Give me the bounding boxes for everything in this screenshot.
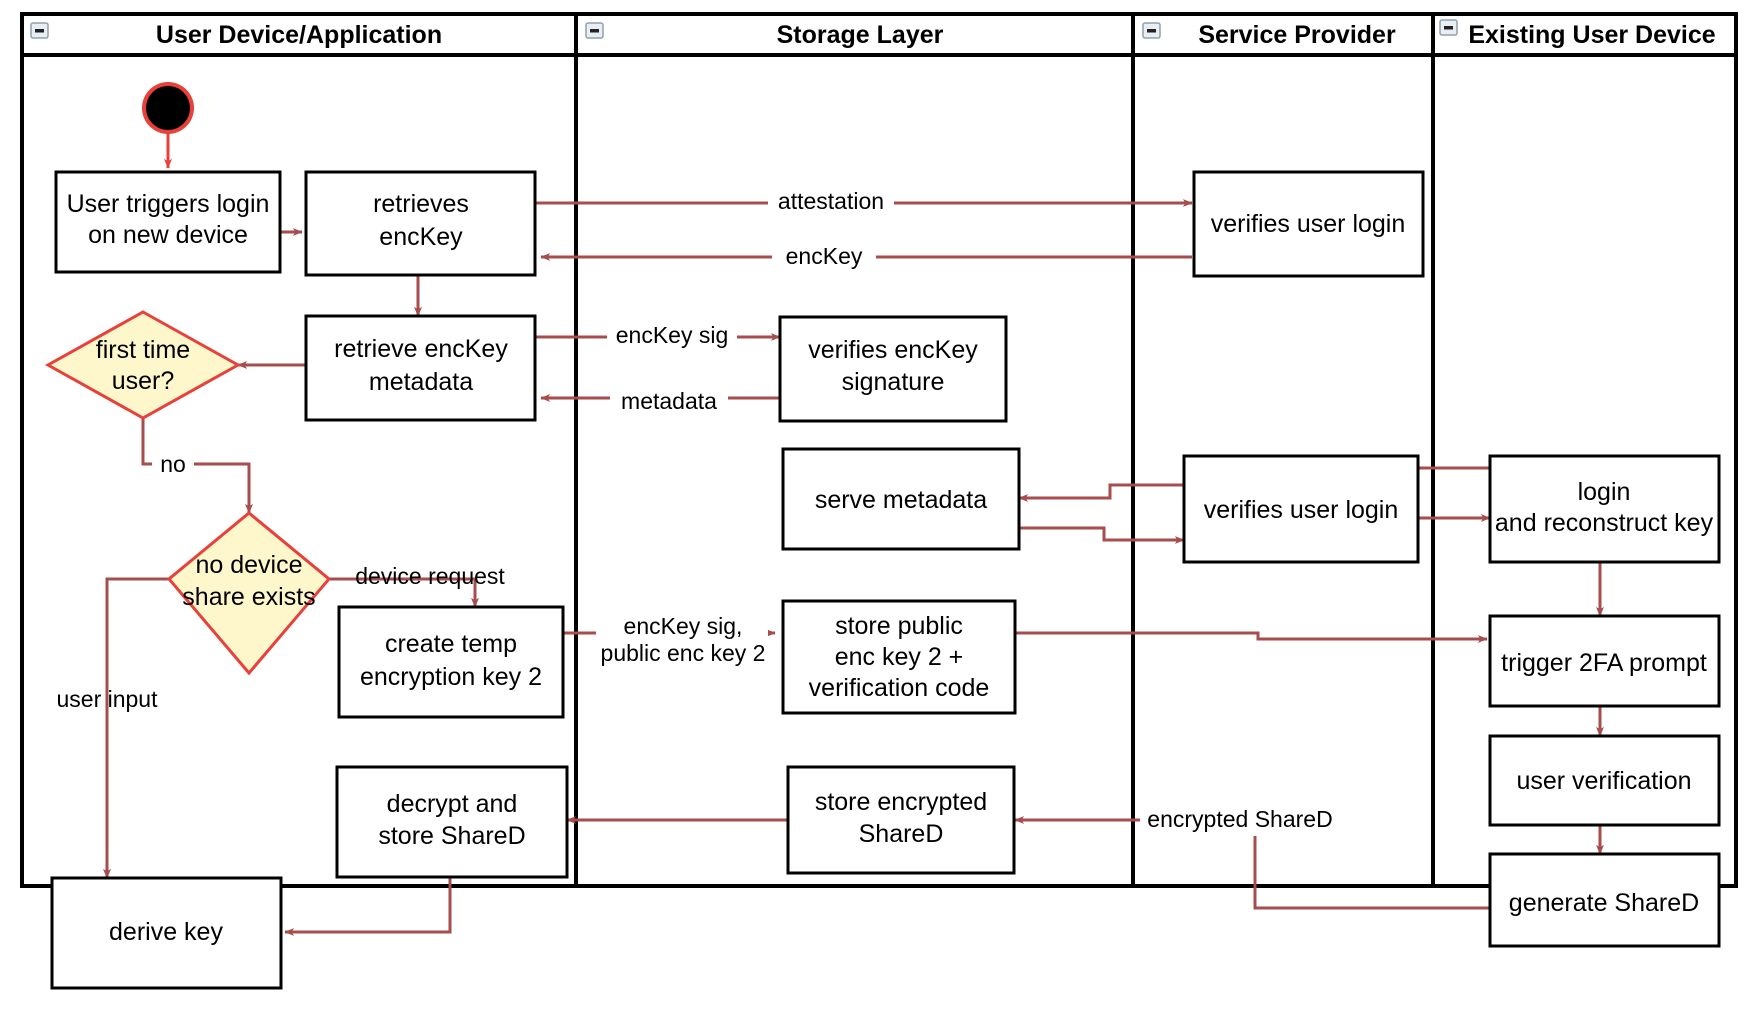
node-label-line1: store encrypted xyxy=(815,788,987,816)
node-store-encrypted-shared[interactable]: store encrypted ShareD xyxy=(786,765,1016,875)
edge-encrypted-shared xyxy=(1014,816,1490,910)
node-label-line2: ShareD xyxy=(859,820,944,848)
node-retrieve-enckey-metadata[interactable]: retrieve encKey metadata xyxy=(304,314,537,422)
node-label-line2: share exists xyxy=(182,583,315,611)
node-label-line1: verifies user login xyxy=(1204,496,1399,524)
node-start xyxy=(142,82,194,134)
node-label-line2: signature xyxy=(842,368,945,396)
node-label-line1: verifies user login xyxy=(1211,210,1406,238)
lane-header-service-provider[interactable]: Service Provider xyxy=(1142,21,1396,49)
minus-icon[interactable] xyxy=(1439,19,1458,36)
edge-label-enckey: encKey xyxy=(786,243,863,269)
lane-title-service-provider: Service Provider xyxy=(1198,21,1396,49)
node-label-line2: store ShareD xyxy=(378,822,525,850)
node-label-line1: create temp xyxy=(385,630,517,658)
diagram-frame xyxy=(20,12,1738,888)
lane-header-storage-layer[interactable]: Storage Layer xyxy=(585,21,944,49)
edge-label-enckey-sig: encKey sig xyxy=(616,322,729,348)
lane-title-user-device-application: User Device/Application xyxy=(156,21,442,49)
lane-header-user-device-application[interactable]: User Device/Application xyxy=(30,21,442,49)
node-first-time-user[interactable]: first time user? xyxy=(44,310,242,420)
node-label-line1: User triggers login xyxy=(67,190,270,218)
node-label-line1: first time xyxy=(96,336,190,364)
node-label-line1: decrypt and xyxy=(387,790,518,818)
edge-label-device-request: device request xyxy=(355,563,505,589)
node-label-line1: serve metadata xyxy=(815,486,987,514)
node-label-line1: generate ShareD xyxy=(1509,889,1699,917)
node-label-line1: login xyxy=(1578,478,1631,506)
node-label-line1: store public xyxy=(835,612,963,640)
edge-label-attestation: attestation xyxy=(778,188,884,214)
node-label-line2: user? xyxy=(112,367,175,395)
node-label-line3: verification code xyxy=(809,674,990,702)
node-label-line2: on new device xyxy=(88,221,248,249)
node-store-public-enc-key-2[interactable]: store public enc key 2 + verification co… xyxy=(781,599,1017,715)
node-generate-shared[interactable]: generate ShareD xyxy=(1488,852,1721,948)
node-label-line2: encKey xyxy=(379,223,463,251)
node-label-line2: and reconstruct key xyxy=(1495,509,1714,537)
node-verifies-user-login-top[interactable]: verifies user login xyxy=(1192,170,1425,278)
lane-title-storage-layer: Storage Layer xyxy=(777,21,944,49)
edge-store-to-2fa xyxy=(1015,631,1488,643)
node-label-line1: no device xyxy=(195,551,302,579)
node-label-line2: metadata xyxy=(369,368,473,396)
node-retrieves-enckey[interactable]: retrieves encKey xyxy=(304,170,537,277)
edge-user-input xyxy=(103,577,169,879)
edge-sp-to-serve xyxy=(1018,483,1184,502)
node-label-line1: derive key xyxy=(109,918,223,946)
edge-label-metadata: metadata xyxy=(621,388,717,414)
edge-device-request xyxy=(329,577,479,608)
node-label-line1: trigger 2FA prompt xyxy=(1501,649,1707,677)
node-no-device-share-exists[interactable]: no device share exists xyxy=(166,511,332,676)
node-login-and-reconstruct-key[interactable]: login and reconstruct key xyxy=(1488,454,1721,564)
node-serve-metadata[interactable]: serve metadata xyxy=(781,447,1021,551)
minus-icon[interactable] xyxy=(1142,22,1161,39)
lane-title-existing-user-device: Existing User Device xyxy=(1468,21,1715,49)
node-label-line1: retrieves xyxy=(373,190,469,218)
node-verifies-enckey-signature[interactable]: verifies encKey signature xyxy=(778,315,1008,423)
node-label-line1: verifies encKey xyxy=(808,336,978,364)
edge-label-enckey-sig-pub2-line2: public enc key 2 xyxy=(601,640,766,666)
node-create-temp-encryption-key-2[interactable]: create temp encryption key 2 xyxy=(337,605,565,719)
edge-labels: attestation encKey encKey sig metadata n… xyxy=(56,186,1340,836)
edge-label-enckey-sig-pub2-line1: encKey sig, xyxy=(624,613,743,639)
node-label-line2: enc key 2 + xyxy=(835,643,964,671)
node-label-line1: retrieve encKey xyxy=(334,335,508,363)
node-verifies-user-login-mid[interactable]: verifies user login xyxy=(1182,454,1420,564)
edge-label-user-input: user input xyxy=(56,686,158,712)
node-derive-key[interactable]: derive key xyxy=(50,876,283,990)
node-user-triggers-login[interactable]: User triggers login on new device xyxy=(54,170,282,274)
edge-label-no: no xyxy=(160,451,186,477)
edge-serve-to-sp xyxy=(1015,526,1185,544)
node-user-verification[interactable]: user verification xyxy=(1488,734,1721,827)
edge-no xyxy=(141,416,253,514)
minus-icon[interactable] xyxy=(30,22,49,39)
node-label-line2: encryption key 2 xyxy=(360,663,542,691)
node-trigger-2fa-prompt[interactable]: trigger 2FA prompt xyxy=(1488,614,1721,708)
node-decrypt-and-store-shared[interactable]: decrypt and store ShareD xyxy=(335,765,569,879)
edge-decrypt-to-derive xyxy=(284,877,452,936)
lane-header-existing-user-device[interactable]: Existing User Device xyxy=(1439,19,1716,49)
node-label-line1: user verification xyxy=(1516,767,1691,795)
edge-label-encrypted-shared: encrypted ShareD xyxy=(1147,806,1332,832)
minus-icon[interactable] xyxy=(585,22,604,39)
